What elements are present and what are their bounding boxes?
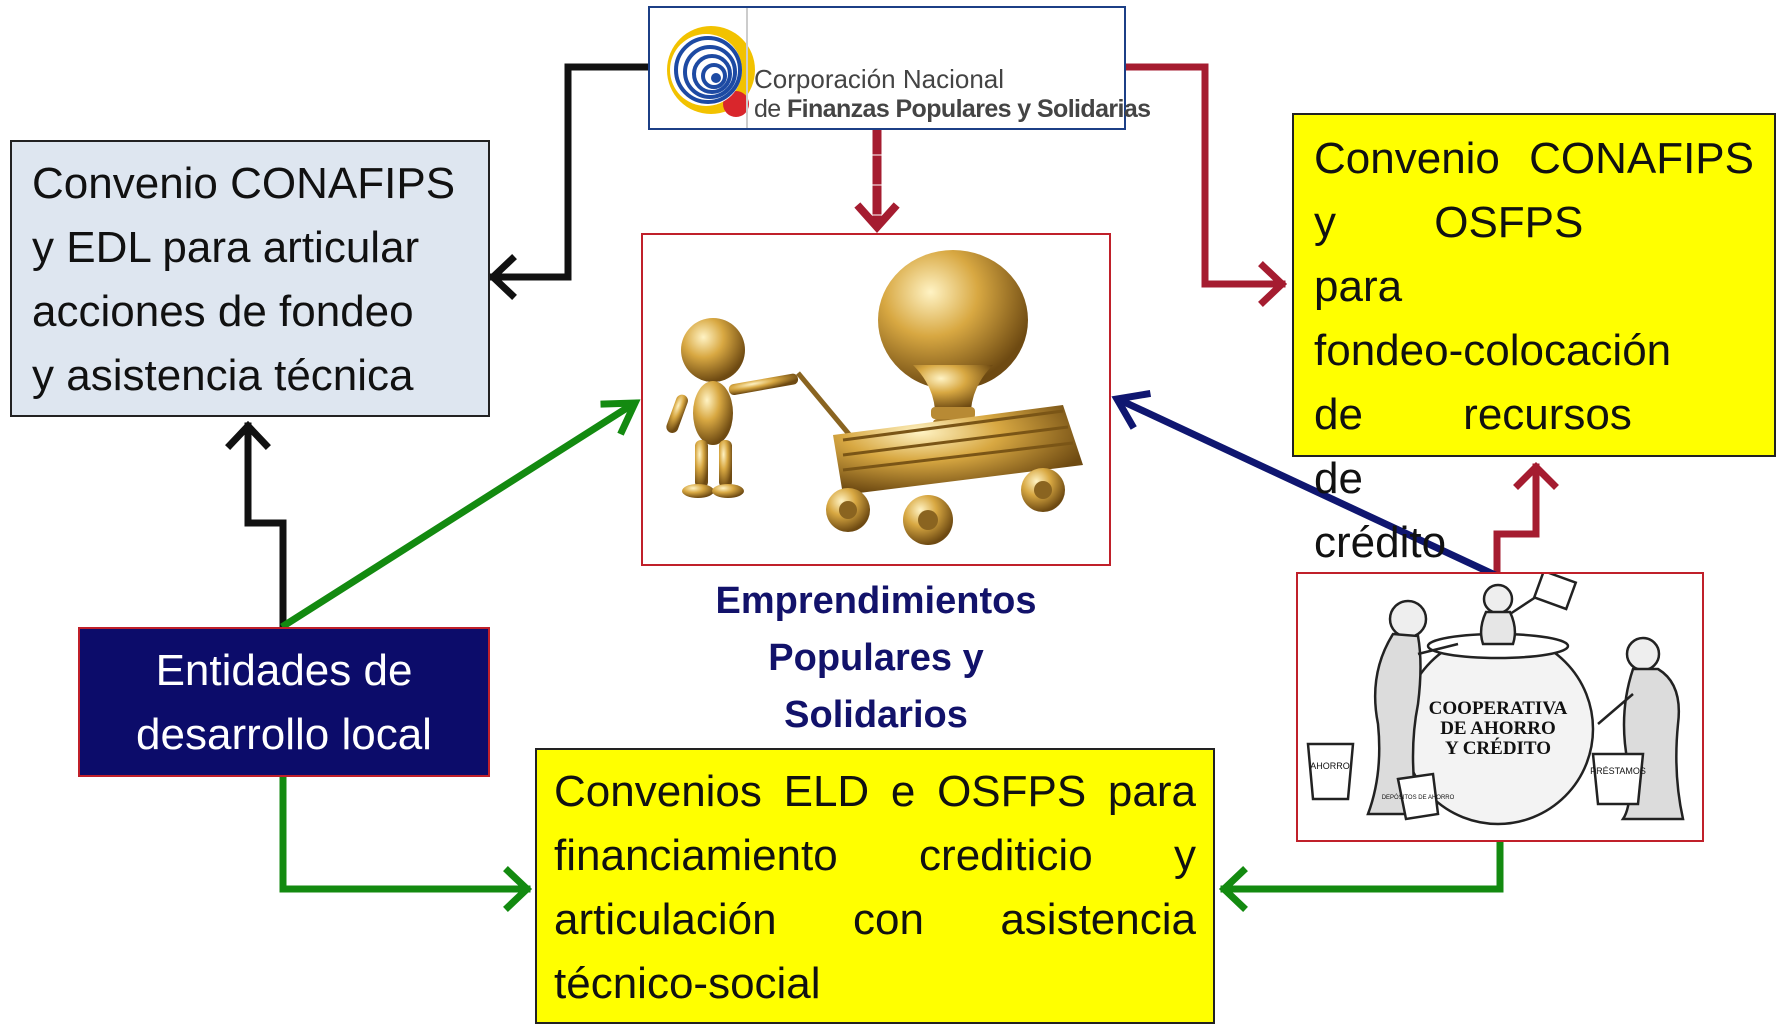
osfps-line-5: crédito <box>1314 518 1447 567</box>
osfps-line-3: fondeo-colocación <box>1314 326 1672 375</box>
cooperativa-sign-line-2: DE AHORRO <box>1440 718 1556 739</box>
emprendimientos-image-box <box>641 233 1111 566</box>
connector-logo-to-edl <box>489 63 652 281</box>
conafips-logo-icon <box>667 26 755 117</box>
convenios-eld-osfps-box: Convenios ELD e OSFPS para financiamient… <box>535 748 1215 1024</box>
eld-line-1: Convenios ELD e OSFPS para <box>554 767 1196 816</box>
bucket-label-prestamos: PRÉSTAMOS <box>1590 766 1646 776</box>
connector-entidades-to-edl <box>244 422 287 631</box>
osfps-line-2: y OSFPS para <box>1314 198 1584 311</box>
bucket-label-ahorro: AHORRO <box>1310 761 1350 771</box>
arrowhead-entidades-to-eld-box <box>503 866 533 912</box>
connector-coop-to-osfps-box <box>1493 463 1540 576</box>
logo-text-bold: Finanzas Populares y Solidarias <box>786 95 1151 123</box>
connector-entidades-to-eld-box <box>279 773 531 893</box>
arrowhead-coop-to-center <box>1111 389 1152 430</box>
convenio-conafips-osfps-box: Convenio CONAFIPS y OSFPS para fondeo-co… <box>1292 113 1776 567</box>
arrowhead-entidades-to-center <box>600 399 641 436</box>
osfps-line-1: Convenio CONAFIPS <box>1314 134 1754 183</box>
arrowhead-logo-to-osfps-box <box>1258 261 1288 307</box>
cooperativa-sign-line-3: Y CRÉDITO <box>1445 737 1551 759</box>
caption-line-1: Emprendimientos <box>715 580 1037 622</box>
edl-line-1: Convenio CONAFIPS <box>32 159 456 208</box>
eld-line-2: financiamiento crediticio y <box>554 831 1196 880</box>
connector-entidades-to-center <box>280 401 635 630</box>
convenio-conafips-edl-box: Convenio CONAFIPS y EDL para articular a… <box>10 140 490 417</box>
golden-figure-cart-bulb-illustration <box>666 250 1083 545</box>
emprendimientos-caption: Emprendimientos Populares y Solidarios <box>651 573 1101 744</box>
caption-line-2: Populares y <box>768 637 984 679</box>
logo-text-line1: Corporación Nacional <box>754 64 1005 94</box>
entidades-text: Entidades de desarrollo local <box>80 639 488 767</box>
conafips-logo-box: Corporación Nacional de Finanzas Popular… <box>648 6 1151 130</box>
arrowhead-coop-to-osfps-box <box>1513 462 1559 490</box>
edl-line-2: y EDL para articular <box>32 223 420 272</box>
entidades-desarrollo-local-box: Entidades de desarrollo local <box>78 627 490 777</box>
cooperativa-illustration: COOPERATIVA DE AHORRO Y CRÉDITO AHORRO P… <box>1306 569 1685 826</box>
connector-logo-to-osfps-box <box>1121 63 1286 288</box>
bucket-label-depositos: DEPÓSITOS DE AHORRO <box>1382 794 1455 801</box>
edl-line-4: y asistencia técnica <box>32 351 414 400</box>
logo-text-line2: de Finanzas Populares y Solidarias <box>754 94 1151 124</box>
entidades-line-1: Entidades de <box>155 646 413 695</box>
eld-line-4: técnico-social <box>554 959 821 1008</box>
arrowhead-logo-to-edl <box>487 254 517 300</box>
arrowhead-entidades-to-edl <box>225 420 271 450</box>
caption-line-3: Solidarios <box>784 694 968 736</box>
logo-divider <box>746 8 748 128</box>
entidades-line-2: desarrollo local <box>136 710 432 759</box>
eld-line-3: articulación con asistencia <box>554 895 1196 944</box>
convenio-conafips-edl-text: Convenio CONAFIPS y EDL para articular a… <box>32 152 472 408</box>
arrowhead-logo-to-center <box>854 202 900 233</box>
convenio-conafips-osfps-text: Convenio CONAFIPS y OSFPS para fondeo-co… <box>1314 127 1754 575</box>
cooperativa-image-box: COOPERATIVA DE AHORRO Y CRÉDITO AHORRO P… <box>1296 569 1704 842</box>
osfps-line-4: de recursos de <box>1314 390 1632 503</box>
logo-text-prefix: de <box>754 95 787 123</box>
connector-coop-to-center <box>1117 396 1500 580</box>
convenios-eld-osfps-text: Convenios ELD e OSFPS para financiamient… <box>554 760 1196 1016</box>
arrowhead-coop-to-eld-box <box>1218 866 1248 912</box>
edl-line-3: acciones de fondeo <box>32 287 414 336</box>
connector-coop-to-eld-box <box>1220 838 1504 893</box>
cooperativa-sign-line-1: COOPERATIVA <box>1429 698 1568 719</box>
